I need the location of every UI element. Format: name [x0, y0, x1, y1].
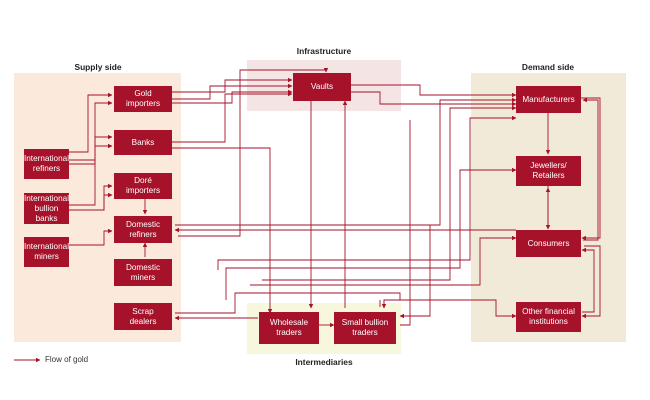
- flow-arrow: [582, 97, 599, 241]
- consumers-node: Consumers: [516, 230, 581, 257]
- flow-arrow: [399, 225, 431, 319]
- flow-arrow: [172, 83, 293, 100]
- flow-arrow: [383, 299, 517, 319]
- flow-arrow: [178, 67, 329, 237]
- flow-arrow: [581, 97, 601, 241]
- flow-arrow: [172, 91, 293, 143]
- supply-side-title: Supply side: [74, 62, 122, 72]
- domestic-refiners-node: Domestic refiners: [114, 216, 172, 243]
- flow-arrow: [225, 167, 517, 300]
- flow-arrow: [400, 120, 411, 326]
- flow-arrow: [175, 97, 517, 226]
- infrastructure-title: Infrastructure: [296, 46, 352, 56]
- flow-arrow: [69, 92, 113, 153]
- scrap-dealers-node: Scrap dealers: [114, 303, 172, 330]
- flow-arrow: [175, 292, 401, 314]
- gold-importers-node: Gold importers: [114, 86, 172, 112]
- flow-arrow: [69, 228, 113, 246]
- jewellers-retailers-node: Jewellers/ Retailers: [516, 156, 581, 186]
- intermediaries-title: Intermediaries: [295, 357, 353, 367]
- other-financial-institutions-node: Other financial institutions: [516, 302, 581, 332]
- international-miners-node: International miners: [24, 237, 69, 267]
- dore-importers-node: Doré importers: [114, 173, 172, 199]
- flow-arrow: [262, 105, 517, 281]
- flow-arrow: [351, 91, 517, 107]
- wholesale-traders-node: Wholesale traders: [259, 312, 319, 344]
- flow-arrow: [103, 192, 113, 210]
- flow-arrow: [69, 143, 113, 206]
- manufacturers-node: Manufacturers: [516, 86, 581, 113]
- legend-flow-label: Flow of gold: [45, 355, 89, 364]
- flow-arrow: [172, 89, 293, 104]
- domestic-miners-node: Domestic miners: [114, 259, 172, 286]
- flow-arrow: [69, 100, 113, 161]
- demand-side-title: Demand side: [521, 62, 575, 72]
- flow-arrow: [250, 235, 517, 286]
- flow-arrow: [351, 84, 517, 98]
- flow-arrow: [581, 245, 601, 319]
- international-refiners-node: International refiners: [24, 149, 69, 179]
- flow-arrow: [581, 247, 595, 313]
- flow-arrow: [69, 183, 113, 211]
- international-bullion-banks-node: International bullion banks: [23, 193, 70, 224]
- flow-arrow: [172, 147, 273, 314]
- flow-arrow: [217, 115, 517, 270]
- vaults-node: Vaults: [293, 73, 351, 101]
- small-bullion-traders-node: Small bullion traders: [334, 312, 396, 344]
- banks-node: Banks: [114, 130, 172, 155]
